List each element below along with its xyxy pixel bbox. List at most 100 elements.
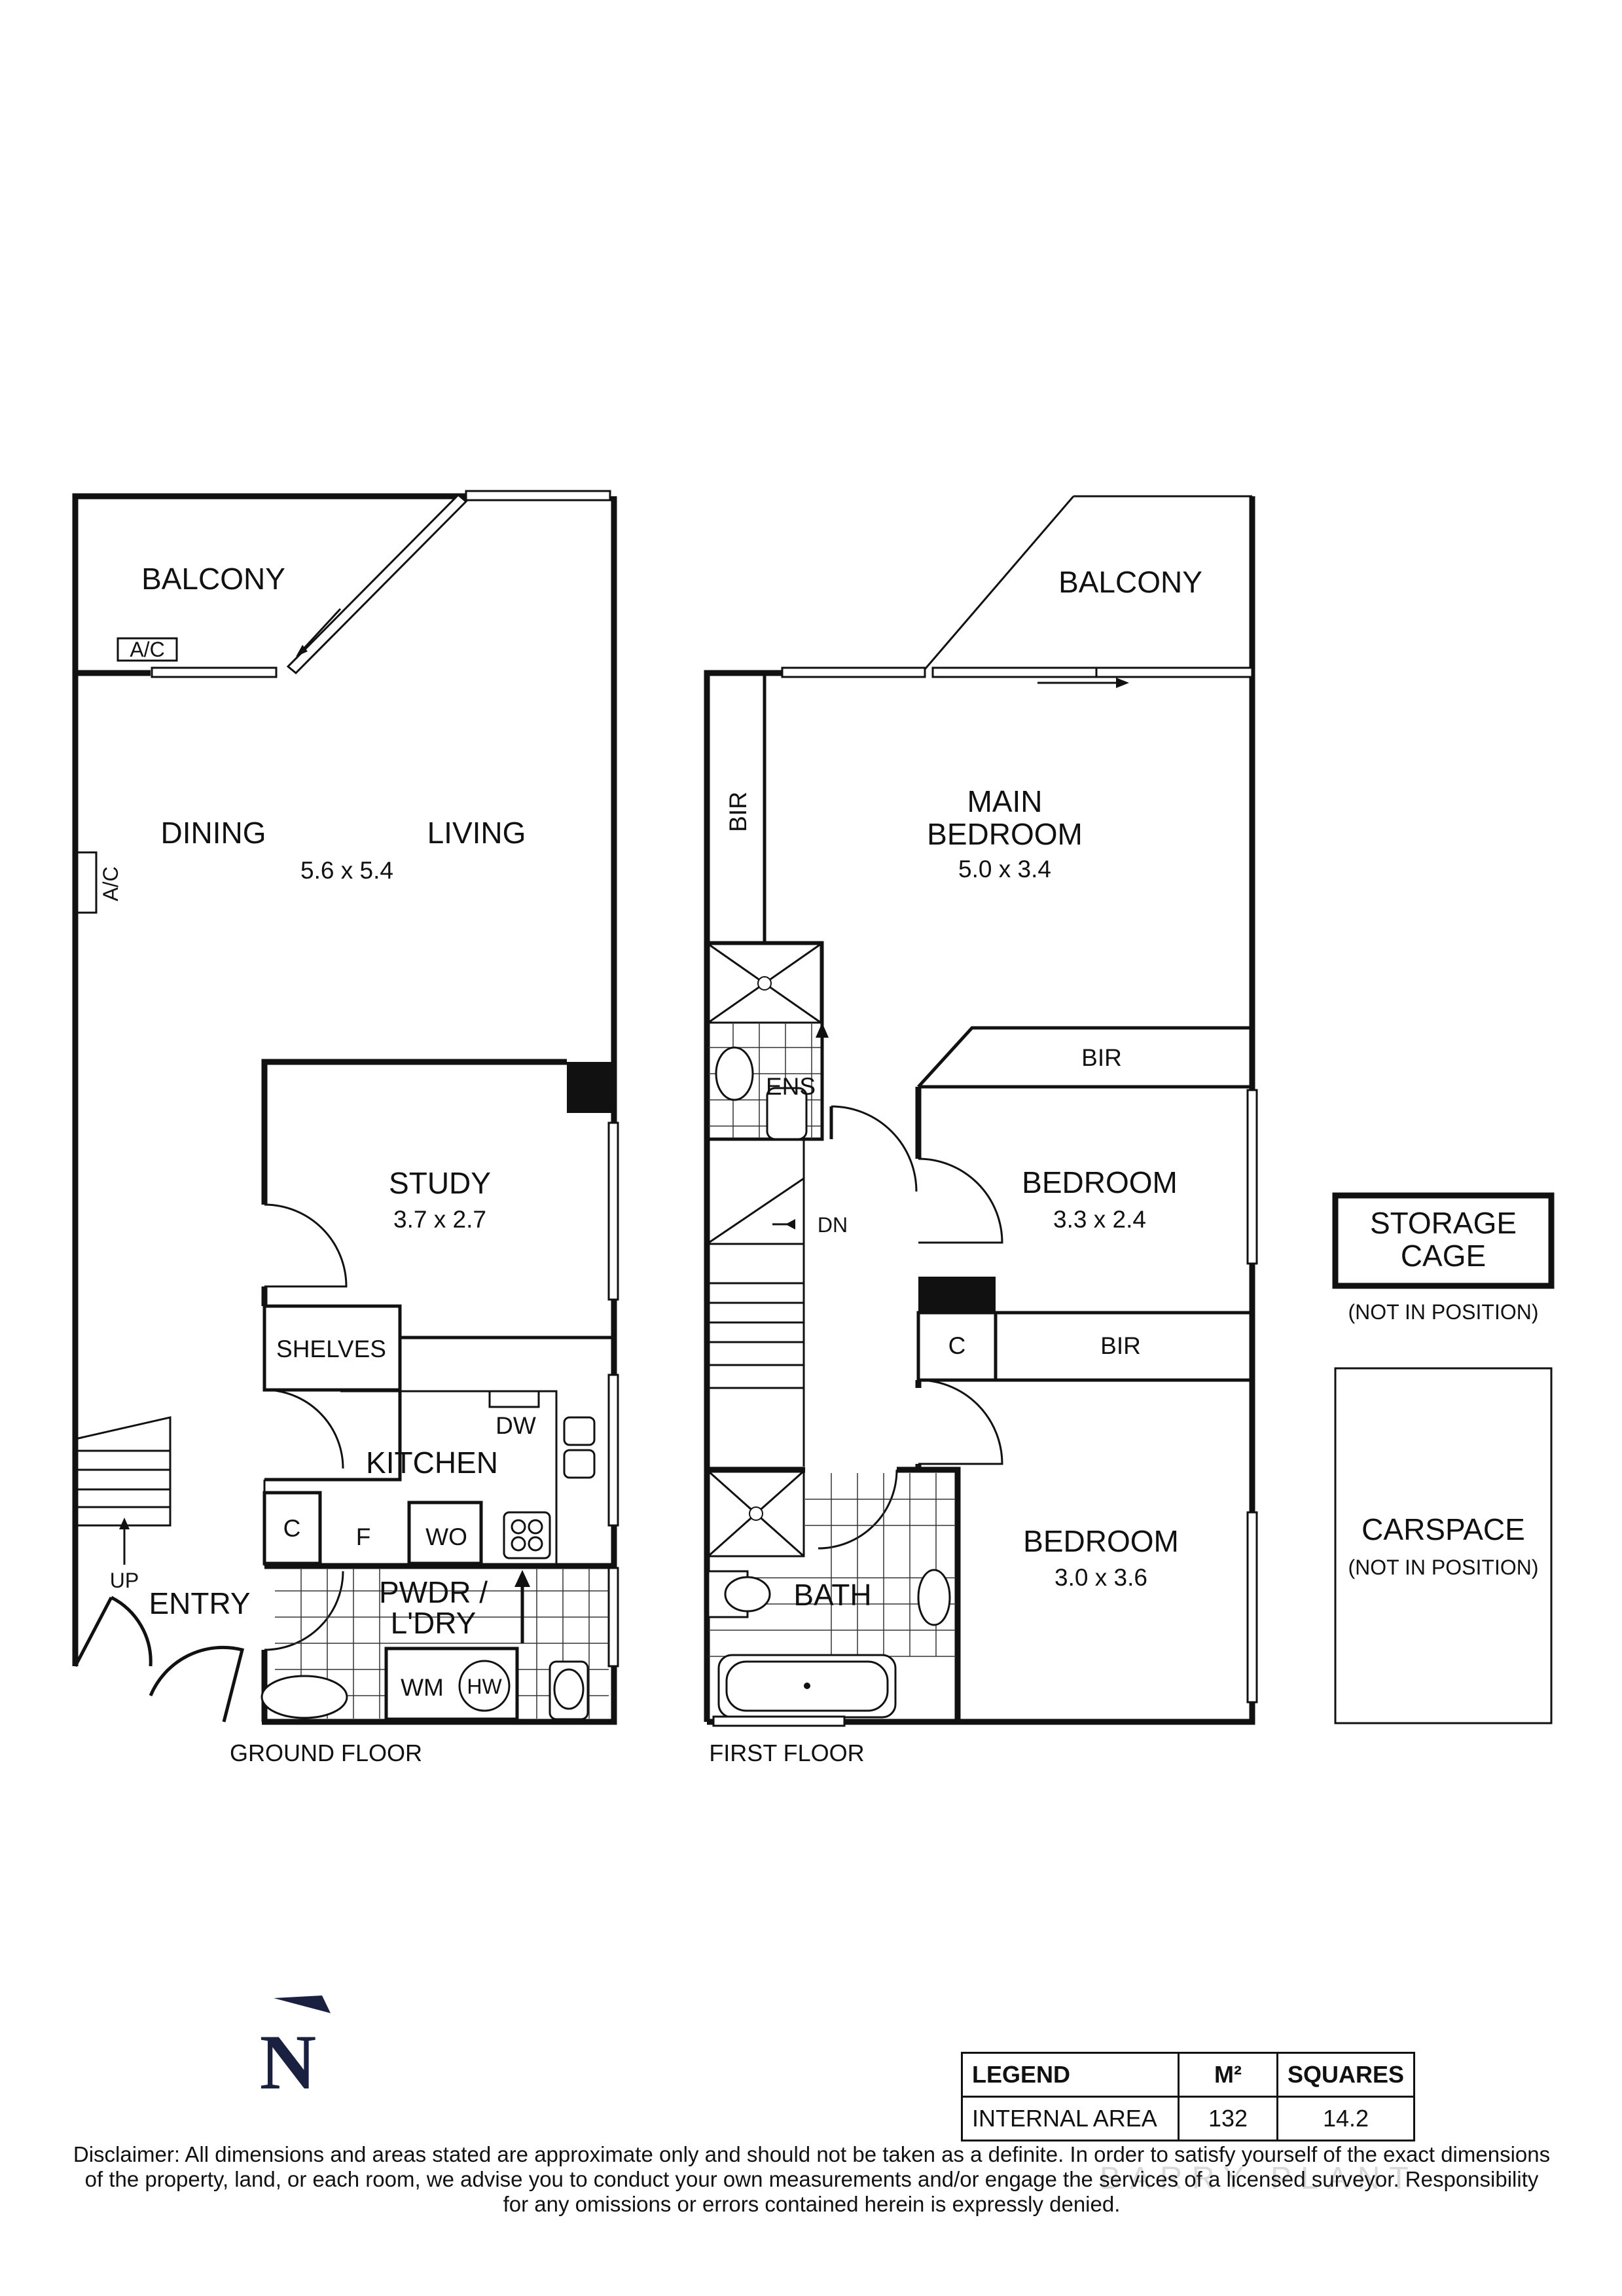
bedroom-1-window [1246, 1089, 1258, 1265]
storage-note: (NOT IN POSITION) [1348, 1300, 1539, 1324]
disclaimer-line-1: Disclaimer: All dimensions and areas sta… [73, 2142, 1551, 2166]
label-living: LIVING [427, 816, 526, 850]
label-ens: ENS [766, 1073, 816, 1100]
bedroom-window-2 [1095, 666, 1253, 678]
label-storage: STORAGE [1370, 1206, 1517, 1240]
label-main-bedroom-1: MAIN [967, 784, 1043, 818]
legend-cell-squares: 14.2 [1276, 2096, 1416, 2141]
label-bir-side: BIR [725, 792, 751, 832]
ensuite-door [831, 1105, 918, 1192]
legend-header-legend: LEGEND [961, 2052, 1180, 2098]
first-west-wall [704, 670, 782, 1722]
label-up: UP [110, 1569, 139, 1592]
bedroom-1-door [918, 1157, 1003, 1244]
bath-window [712, 1715, 846, 1727]
stairs [75, 1416, 171, 1527]
first-floor-labels: BALCONY BIR MAIN BEDROOM 5.0 x 3.4 ENS D… [709, 565, 1202, 1766]
compass-letter: N [260, 2018, 317, 2105]
slider-arrow [300, 608, 342, 653]
ac-unit-living [74, 851, 98, 914]
kitchen-window [607, 1374, 619, 1527]
label-pantry-c: C [283, 1515, 301, 1542]
dishwasher [488, 1390, 540, 1408]
living-dimensions: 5.6 x 5.4 [300, 857, 393, 884]
label-kitchen: KITCHEN [366, 1446, 498, 1480]
label-bir-2: BIR [1100, 1332, 1141, 1359]
brand-watermark: BARRY PLANT [1100, 2161, 1418, 2196]
bath-basin [724, 1576, 771, 1613]
laundry-window [607, 1567, 619, 1667]
label-ldry: L'DRY [391, 1606, 477, 1640]
sink-1 [563, 1416, 596, 1446]
label-bedroom-1: BEDROOM [1022, 1165, 1178, 1199]
storage-labels: STORAGE CAGE (NOT IN POSITION) CARSPACE … [1348, 1206, 1539, 1579]
label-balcony-ground: BALCONY [141, 562, 285, 596]
label-ac-2: A/C [99, 866, 122, 901]
storage-cage [1332, 1192, 1555, 1289]
label-dw: DW [496, 1412, 536, 1439]
disclaimer-line-3: for any omissions or errors contained he… [503, 2192, 1121, 2216]
label-bir-1: BIR [1081, 1044, 1122, 1071]
label-carspace: CARSPACE [1361, 1512, 1525, 1546]
label-dn: DN [818, 1213, 848, 1237]
carspace-note: (NOT IN POSITION) [1348, 1556, 1539, 1579]
column [567, 1062, 614, 1113]
balcony-window [151, 666, 278, 678]
label-wall-oven: WO [425, 1523, 467, 1550]
legend-header-squares: SQUARES [1276, 2052, 1416, 2098]
bath-east-wall [897, 1467, 961, 1722]
legend-cell-m2: 132 [1178, 2096, 1278, 2141]
label-entry: ENTRY [149, 1586, 250, 1620]
balcony-window-top [465, 490, 611, 501]
label-fridge: F [356, 1523, 371, 1550]
label-dining: DINING [161, 816, 266, 850]
label-bedroom-2: BEDROOM [1023, 1524, 1179, 1558]
kitchen-door [264, 1389, 344, 1469]
label-main-bedroom-2: BEDROOM [927, 817, 1083, 851]
bedroom-1-dimensions: 3.3 x 2.4 [1053, 1206, 1146, 1233]
label-linen-c: C [948, 1332, 966, 1359]
linen-c [916, 1311, 998, 1382]
bedroom-2-door [918, 1379, 1003, 1465]
bedroom-2-dimensions: 3.0 x 3.6 [1054, 1564, 1147, 1591]
study-dimensions: 3.7 x 2.7 [393, 1206, 486, 1233]
caption-first-floor: FIRST FLOOR [709, 1740, 864, 1766]
balcony-slider [286, 493, 468, 675]
entry-door-2 [149, 1645, 245, 1722]
legend-header-m2: M² [1178, 2052, 1278, 2098]
legend-cell-label: INTERNAL AREA [961, 2096, 1180, 2141]
bedroom-slider [931, 666, 1098, 678]
bir-1-wall [917, 1026, 1252, 1088]
ground-floor-plan [72, 490, 619, 1725]
bath-tiles [708, 1473, 956, 1657]
compass [274, 1995, 331, 2013]
label-pwdr: PWDR / [379, 1575, 488, 1609]
bath-toilet [917, 1569, 951, 1626]
ground-west-wall [72, 493, 466, 1666]
first-stairs [707, 1138, 805, 1245]
balcony-edge [920, 496, 1075, 674]
legend-row-internal-area: INTERNAL AREA 132 14.2 [961, 2096, 1416, 2141]
cooktop [503, 1511, 551, 1559]
ground-east-wall [262, 496, 617, 1725]
disclaimer: Disclaimer: All dimensions and areas sta… [65, 2142, 1558, 2217]
caption-ground-floor: GROUND FLOOR [230, 1740, 422, 1766]
sink-2 [563, 1449, 596, 1479]
ensuite-basin [715, 1046, 754, 1101]
basin [261, 1675, 348, 1719]
first-east-wall [707, 496, 1255, 1725]
legend-header-row: LEGEND M² SQUARES [961, 2052, 1416, 2098]
bedroom-2-window [1246, 1511, 1258, 1704]
study-wall [261, 1059, 567, 1205]
label-study: STUDY [389, 1166, 491, 1200]
label-ac-1: A/C [130, 638, 164, 661]
label-balcony-first: BALCONY [1058, 565, 1202, 599]
label-bath: BATH [793, 1578, 871, 1612]
disclaimer-line-2: of the property, land, or each room, we … [84, 2167, 1539, 2191]
study-door [264, 1203, 348, 1288]
label-wm: WM [401, 1674, 444, 1701]
ac-unit-balcony [117, 637, 178, 662]
label-cage: CAGE [1401, 1239, 1486, 1273]
shelves [262, 1304, 402, 1392]
